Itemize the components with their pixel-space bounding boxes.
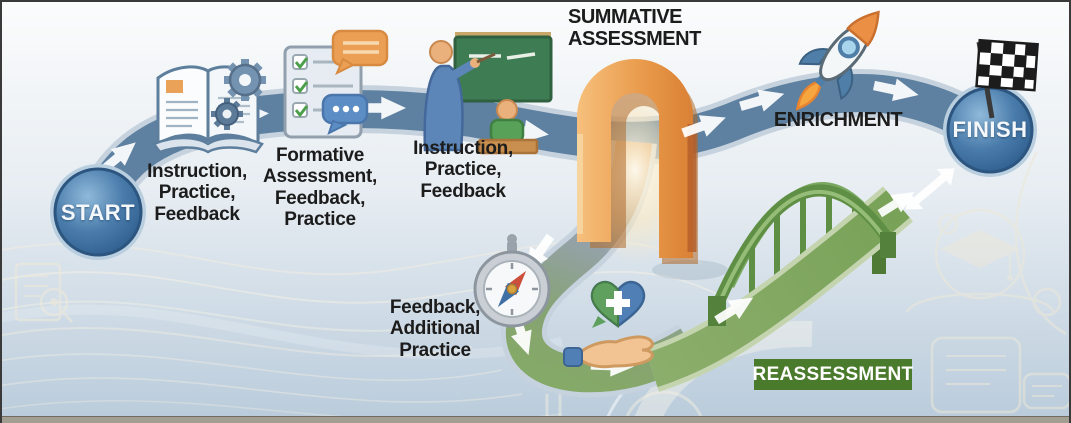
compass-icon (473, 234, 551, 328)
start-node-label: START (60, 200, 136, 225)
finish-node (943, 38, 1039, 177)
teacher-figure (423, 40, 496, 152)
double-arrow (905, 168, 955, 210)
teacher-at-blackboard-icon (423, 32, 553, 155)
checkered-flag-icon (975, 38, 1039, 119)
background-watermark-education (905, 151, 1069, 414)
stage3-label: Instruction, Practice, Feedback (413, 138, 513, 202)
check-rows (292, 54, 353, 118)
gear-large (224, 59, 266, 101)
reassessment-badge: REASSESSMENT (753, 359, 913, 390)
background-watermark-document (14, 262, 73, 323)
stage2-label: Formative Assessment, Feedback, Practice (263, 145, 377, 231)
chat-bubble-orange (331, 29, 389, 76)
path-arrows (95, 74, 955, 378)
rocket-icon (795, 10, 880, 111)
chat-bubble-blue (321, 93, 369, 135)
remediation-label: Feedback, Additional Practice (389, 297, 481, 361)
heart-plus (590, 280, 646, 328)
heart-plus-in-hand-icon (563, 280, 654, 369)
summative-arch-gateway (577, 59, 728, 280)
enrichment-heading: ENRICHMENT (773, 109, 903, 131)
stage1-label: Instruction, Practice, Feedback (147, 161, 247, 225)
finish-node-label: FINISH (952, 117, 1028, 142)
summative-assessment-heading: SUMMATIVE ASSESSMENT (568, 6, 701, 50)
checklist-with-chat-bubbles-icon (283, 29, 389, 139)
bridge-road (644, 186, 913, 392)
open-hand (563, 335, 654, 369)
gear-small (211, 98, 243, 130)
student-figure (477, 99, 539, 155)
bottom-border-strip (2, 416, 1069, 423)
open-book-with-gears-icon (152, 59, 266, 154)
start-node (50, 164, 146, 260)
